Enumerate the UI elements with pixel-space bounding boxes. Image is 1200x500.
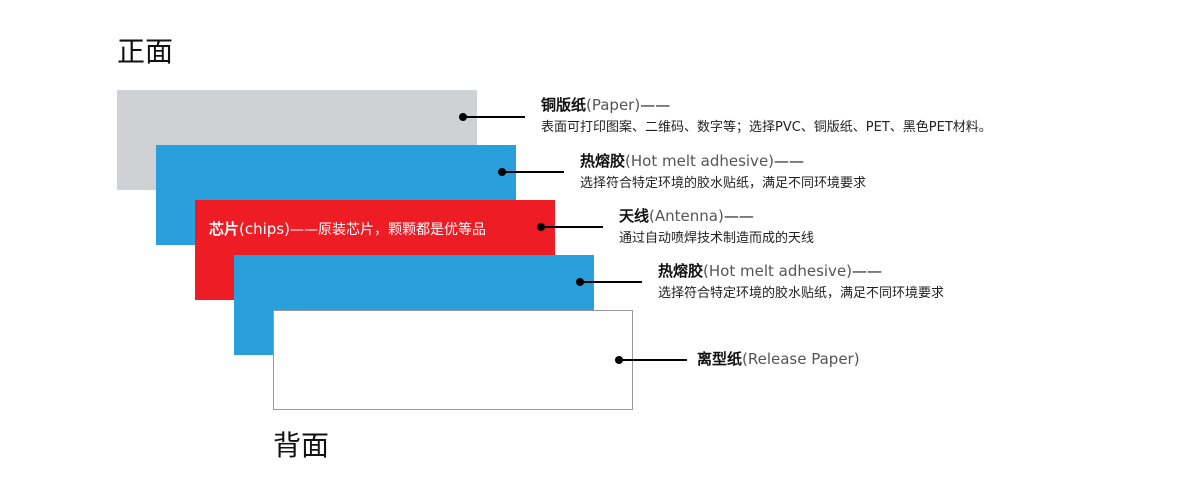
- hot-melt-bottom-name-zh: 热熔胶: [658, 262, 704, 280]
- hot-melt-top-description: 选择符合特定环境的胶水贴纸，满足不同环境要求: [580, 176, 867, 191]
- hot-melt-top-callout: 热熔胶(Hot melt adhesive)—— 选择符合特定环境的胶水贴纸，满…: [580, 151, 866, 193]
- antenna-leader-line: [541, 226, 603, 228]
- hot-melt-top-leader-dot: [498, 168, 506, 176]
- front-side-label: 正面: [117, 35, 174, 68]
- hot-melt-top-dash: ——: [774, 152, 805, 170]
- antenna-dash: ——: [723, 207, 754, 225]
- release-leader-line: [619, 359, 687, 361]
- paper-dash: ——: [640, 96, 671, 114]
- release-paper-callout-title: 离型纸(Release Paper): [697, 349, 860, 369]
- chip-name-zh: 芯片: [209, 220, 240, 238]
- paper-leader-line: [463, 116, 525, 118]
- paper-name-en: (Paper): [586, 96, 641, 114]
- antenna-name-en: (Antenna): [649, 207, 724, 225]
- paper-callout-title: 铜版纸(Paper)——: [541, 95, 992, 115]
- release-paper-layer: [273, 310, 633, 410]
- release-leader-dot: [615, 356, 623, 364]
- antenna-leader-dot: [537, 223, 545, 231]
- back-side-label: 背面: [273, 429, 330, 462]
- paper-name-zh: 铜版纸: [541, 96, 587, 114]
- chip-caption: 芯片(chips)——原装芯片，颗颗都是优等品: [209, 218, 486, 239]
- hot-melt-bottom-name-en: (Hot melt adhesive): [703, 262, 853, 280]
- hot-melt-bottom-dash: ——: [852, 262, 883, 280]
- hot-melt-bottom-callout-title: 热熔胶(Hot melt adhesive)——: [658, 261, 944, 281]
- hot-melt-top-name-zh: 热熔胶: [580, 152, 626, 170]
- chip-description: 原装芯片，颗颗都是优等品: [317, 222, 486, 238]
- release-paper-name-en: (Release Paper): [742, 350, 860, 368]
- hot-melt-top-callout-title: 热熔胶(Hot melt adhesive)——: [580, 151, 866, 171]
- paper-callout: 铜版纸(Paper)—— 表面可打印图案、二维码、数字等；选择PVC、铜版纸、P…: [541, 95, 992, 137]
- hot-melt-bottom-leader-line: [580, 281, 642, 283]
- antenna-callout: 天线(Antenna)—— 通过自动喷焊技术制造而成的天线: [619, 206, 814, 248]
- paper-leader-dot: [459, 113, 467, 121]
- hot-melt-top-name-en: (Hot melt adhesive): [625, 152, 775, 170]
- chip-name-en: (chips): [239, 220, 290, 238]
- antenna-name-zh: 天线: [619, 207, 650, 225]
- chip-dash: ——: [289, 222, 318, 238]
- hot-melt-top-leader-line: [502, 171, 564, 173]
- antenna-callout-title: 天线(Antenna)——: [619, 206, 814, 226]
- release-paper-callout: 离型纸(Release Paper): [697, 349, 860, 369]
- hot-melt-bottom-leader-dot: [576, 278, 584, 286]
- hot-melt-bottom-callout: 热熔胶(Hot melt adhesive)—— 选择符合特定环境的胶水贴纸，满…: [658, 261, 944, 303]
- antenna-description: 通过自动喷焊技术制造而成的天线: [619, 231, 815, 246]
- release-paper-name-zh: 离型纸: [697, 350, 743, 368]
- paper-description: 表面可打印图案、二维码、数字等；选择PVC、铜版纸、PET、黑色PET材料。: [541, 120, 992, 135]
- hot-melt-bottom-description: 选择符合特定环境的胶水贴纸，满足不同环境要求: [658, 286, 945, 301]
